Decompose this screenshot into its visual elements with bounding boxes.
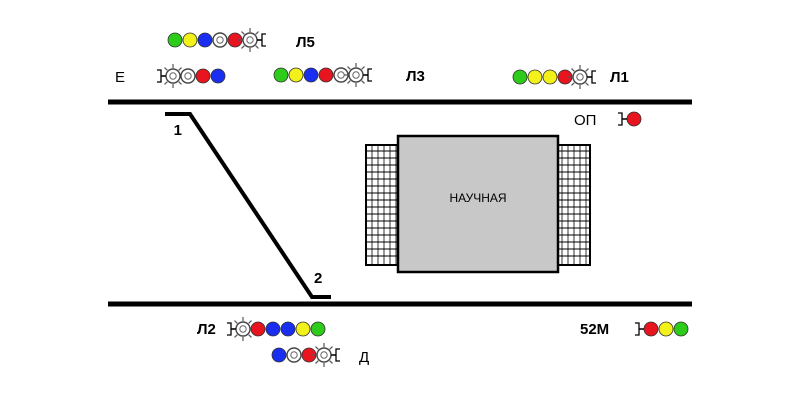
station-hall — [396, 134, 560, 274]
signal-label-l2: Л2 — [197, 321, 216, 338]
red-lamp — [626, 111, 642, 127]
signal-l2 — [227, 317, 326, 341]
yellow-lamp — [295, 321, 311, 337]
green-lamp — [167, 32, 183, 48]
signal-l3 — [273, 63, 372, 87]
signal-bracket — [591, 70, 596, 84]
white-flashing-lamp — [238, 28, 262, 52]
blue-lamp — [280, 321, 296, 337]
signal-label-l5: Л5 — [296, 34, 315, 51]
signal-bracket — [157, 69, 162, 83]
yellow-lamp — [527, 69, 543, 85]
green-lamp — [512, 69, 528, 85]
platform-left-stripes — [366, 145, 400, 265]
signal-bracket — [618, 112, 623, 126]
red-lamp — [250, 321, 266, 337]
point-number-2: 2 — [314, 270, 322, 287]
platform-right — [555, 144, 591, 266]
signal-bracket — [335, 348, 340, 362]
platform-right-stripes — [556, 145, 590, 265]
point-number-1: 1 — [174, 122, 182, 139]
crossover-track — [165, 112, 331, 299]
signal-label-op: ОП — [574, 112, 596, 129]
red-lamp — [318, 67, 334, 83]
signal-label-52m: 52М — [580, 321, 609, 338]
blue-lamp — [271, 347, 287, 363]
signal-d — [271, 343, 340, 367]
green-lamp — [673, 321, 689, 337]
blue-lamp — [265, 321, 281, 337]
green-lamp — [273, 67, 289, 83]
red-lamp — [643, 321, 659, 337]
signal-bracket — [261, 33, 266, 47]
yellow-lamp — [658, 321, 674, 337]
red-lamp — [195, 68, 211, 84]
signal-op — [618, 111, 642, 127]
signal-label-l3: Л3 — [406, 68, 425, 85]
signal-bracket — [367, 68, 372, 82]
yellow-lamp — [182, 32, 198, 48]
white-lamp — [286, 347, 302, 363]
signal-l5 — [167, 28, 266, 52]
white-flashing-lamp — [231, 317, 255, 341]
station-building: НАУЧНАЯ — [365, 134, 591, 274]
yellow-lamp — [288, 67, 304, 83]
white-lamp — [180, 68, 196, 84]
signal-e — [157, 64, 226, 88]
signal-l1 — [512, 65, 596, 89]
blue-lamp — [303, 67, 319, 83]
signal-label-d: Д — [359, 349, 369, 366]
white-lamp — [212, 32, 228, 48]
signal-bracket — [227, 322, 232, 336]
blue-lamp — [197, 32, 213, 48]
station-name: НАУЧНАЯ — [449, 191, 506, 205]
signal-52m — [635, 321, 689, 337]
green-lamp — [310, 321, 326, 337]
signal-label-e: Е — [115, 69, 125, 86]
white-flashing-lamp — [568, 65, 592, 89]
signal-label-l1: Л1 — [610, 69, 629, 86]
signal-bracket — [635, 322, 640, 336]
yellow-lamp — [542, 69, 558, 85]
platform-left — [365, 144, 401, 266]
blue-lamp — [210, 68, 226, 84]
